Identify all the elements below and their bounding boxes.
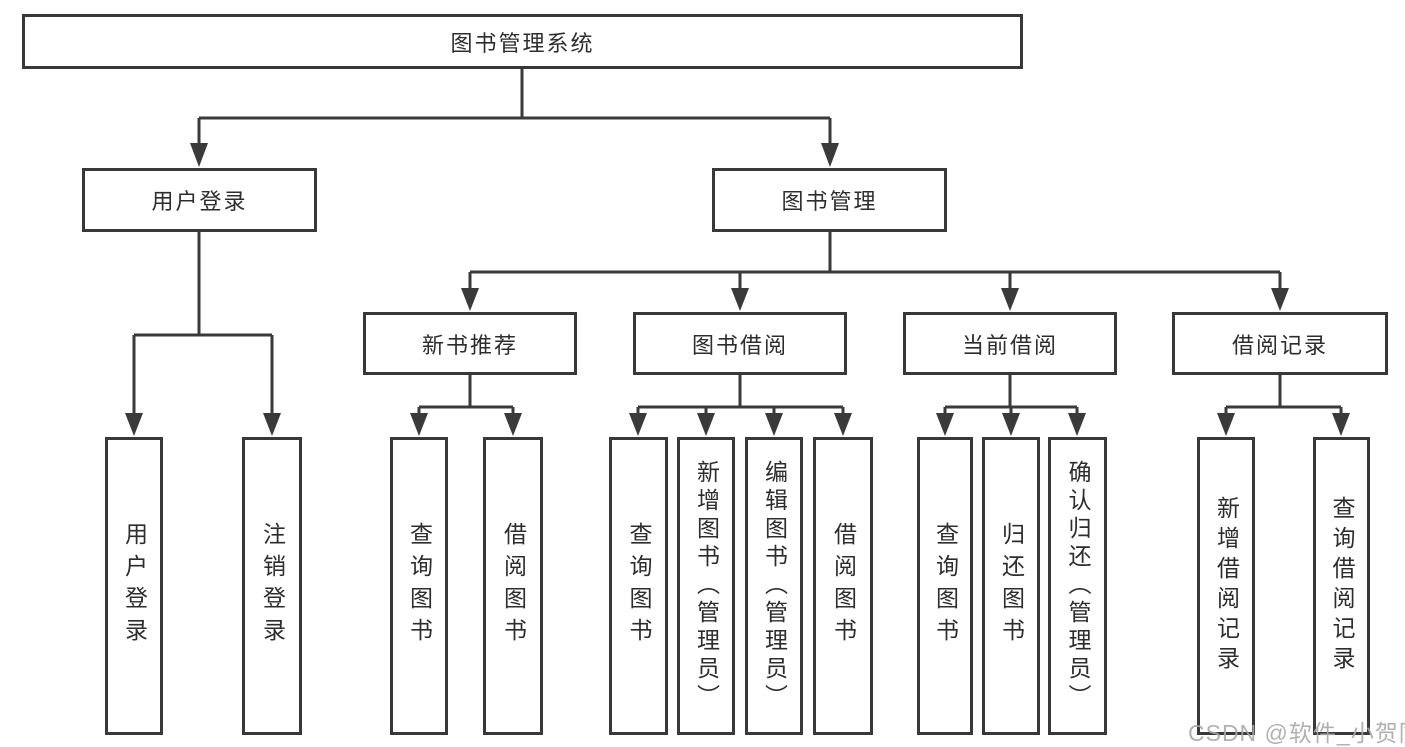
leaf-label: 新增图书（管理员） — [693, 460, 720, 712]
leaf-br-add-record: 新增借阅记录 — [1197, 437, 1255, 735]
leaf-label: 用户登录 — [121, 522, 148, 650]
node-book-management: 图书管理 — [712, 168, 947, 232]
node-new-book-recommend: 新书推荐 — [363, 312, 577, 375]
leaf-rec-query-book: 查询图书 — [390, 437, 448, 735]
leaf-label: 借阅图书 — [830, 522, 857, 650]
leaf-bb-borrow-book: 借阅图书 — [813, 437, 873, 735]
node-book-borrow: 图书借阅 — [633, 312, 847, 375]
leaf-cb-return-book: 归还图书 — [982, 437, 1040, 735]
leaf-label: 归还图书 — [998, 522, 1025, 650]
leaf-label: 查询图书 — [406, 522, 433, 650]
leaf-label: 查询借阅记录 — [1329, 496, 1355, 676]
leaf-rec-borrow-book: 借阅图书 — [483, 437, 543, 735]
leaf-br-query-record: 查询借阅记录 — [1313, 437, 1370, 735]
leaf-label: 借阅图书 — [500, 522, 527, 650]
leaf-cb-confirm-return-admin: 确认归还（管理员） — [1048, 437, 1107, 735]
leaf-logout: 注销登录 — [242, 437, 302, 735]
arrowheads — [125, 143, 1350, 436]
leaf-bb-add-book-admin: 新增图书（管理员） — [677, 437, 735, 735]
node-current-borrow: 当前借阅 — [903, 312, 1117, 375]
leaf-bb-edit-book-admin: 编辑图书（管理员） — [745, 437, 803, 735]
leaf-label: 编辑图书（管理员） — [761, 460, 788, 712]
node-root: 图书管理系统 — [22, 14, 1023, 69]
leaf-label: 查询图书 — [626, 522, 652, 650]
node-user-login: 用户登录 — [82, 168, 317, 232]
leaf-label: 新增借阅记录 — [1213, 496, 1240, 676]
leaf-cb-query-book: 查询图书 — [917, 437, 973, 735]
leaf-bb-query-book: 查询图书 — [609, 437, 668, 735]
leaf-label: 查询图书 — [932, 522, 959, 650]
leaf-user-login: 用户登录 — [105, 437, 163, 735]
leaf-label: 确认归还（管理员） — [1065, 460, 1091, 712]
csdn-watermark: CSDN @软件_小贺同学 — [1188, 720, 1405, 746]
leaf-label: 注销登录 — [259, 522, 286, 650]
node-borrow-record: 借阅记录 — [1172, 312, 1388, 375]
